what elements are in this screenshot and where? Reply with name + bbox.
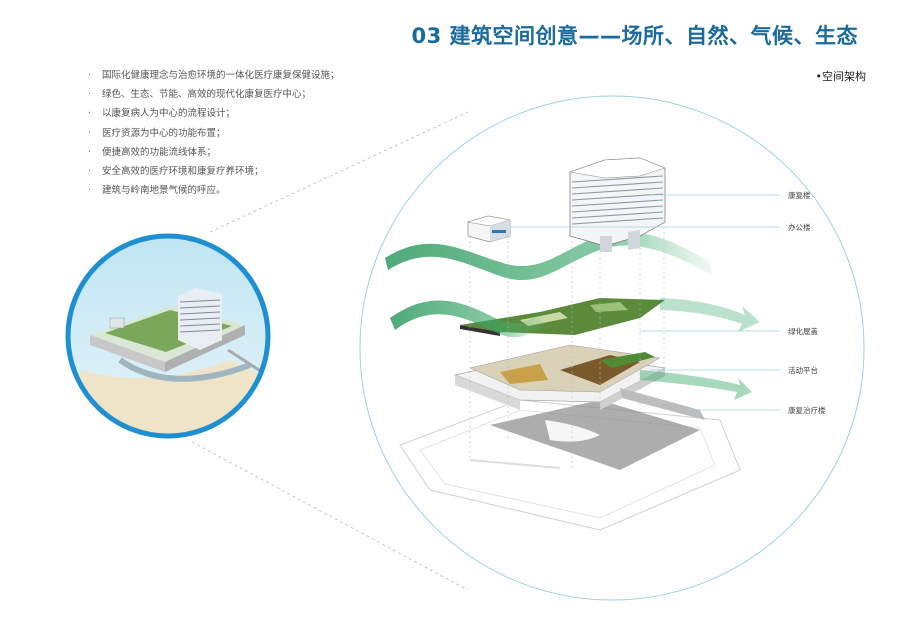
label-office: 办公楼 xyxy=(788,223,811,232)
connector-line xyxy=(209,111,469,233)
label-rehab-tower: 康复楼 xyxy=(788,191,811,200)
list-item: 绿色、生态、节能、高效的现代化康复医疗中心； xyxy=(88,85,428,104)
list-item: 便捷高效的功能流线体系； xyxy=(88,143,428,162)
label-activity-platform: 活动平台 xyxy=(788,366,818,375)
connector-line xyxy=(191,441,469,591)
label-treatment: 康复治疗楼 xyxy=(788,406,826,415)
design-principles-list: 国际化健康理念与治愈环境的一体化医疗康复保健设施； 绿色、生态、节能、高效的现代… xyxy=(88,66,428,201)
diagram-circle xyxy=(359,95,865,601)
leader-lines xyxy=(510,194,780,411)
inset-ring xyxy=(65,233,271,439)
page-title: 03 建筑空间创意——场所、自然、气候、生态 xyxy=(411,24,858,48)
rehab-tower xyxy=(569,157,666,252)
list-item: 医疗资源为中心的功能布置； xyxy=(88,124,428,143)
inset-render xyxy=(68,236,268,436)
list-item: 安全高效的医疗环境和康复疗养环境； xyxy=(88,162,428,181)
green-wave-upper xyxy=(385,231,712,281)
activity-platform-layer xyxy=(469,344,752,400)
list-item: 建筑与岭南地景气候的呼应。 xyxy=(88,181,428,200)
site-base-layer xyxy=(399,399,741,531)
label-green-roof: 绿化屋盖 xyxy=(788,327,818,336)
list-item: 国际化健康理念与治愈环境的一体化医疗康复保健设施； xyxy=(88,66,428,85)
guide-lines xyxy=(469,222,665,470)
section-subtitle: •空间架构 xyxy=(815,70,867,83)
wind-arrow xyxy=(660,298,760,332)
green-wave-lower xyxy=(390,300,545,338)
office-building xyxy=(467,215,511,243)
list-item: 以康复病人为中心的流程设计； xyxy=(88,104,428,123)
